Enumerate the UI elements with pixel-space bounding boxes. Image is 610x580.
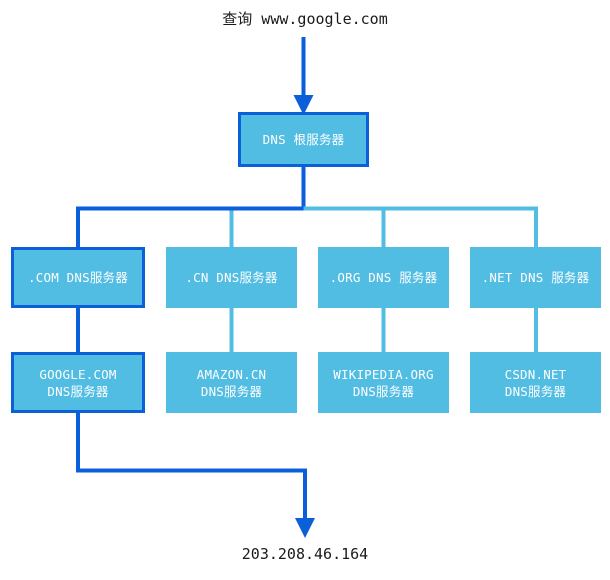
resolved-ip-label: 203.208.46.164: [241, 545, 369, 563]
node-root-label: DNS 根服务器: [262, 132, 345, 147]
node-tld-org[interactable]: .ORG DNS 服务器: [318, 247, 449, 308]
node-tld-cn[interactable]: .CN DNS服务器: [166, 247, 297, 308]
tld-bus-left-highlight: [76, 206, 304, 249]
node-authoritative-csdn-net-line1: CSDN.NET: [504, 366, 567, 382]
node-authoritative-wikipedia-org-line2: DNS服务器: [352, 383, 415, 399]
node-authoritative-csdn-net[interactable]: CSDN.NET DNS服务器: [470, 352, 601, 413]
node-authoritative-google-com-line2: DNS服务器: [47, 383, 109, 399]
node-tld-cn-label: .CN DNS服务器: [185, 270, 278, 285]
node-tld-net-label: .NET DNS 服务器: [481, 270, 590, 285]
node-authoritative-csdn-net-line2: DNS服务器: [504, 383, 567, 399]
node-authoritative-wikipedia-org-line1: WIKIPEDIA.ORG: [333, 366, 434, 382]
tld-bus-right: [303, 206, 538, 247]
node-root-dns-server[interactable]: DNS 根服务器: [238, 112, 369, 167]
query-label: 查询 www.google.com: [222, 10, 388, 28]
node-authoritative-amazon-cn-line2: DNS服务器: [200, 383, 263, 399]
node-authoritative-amazon-cn[interactable]: AMAZON.CN DNS服务器: [166, 352, 297, 413]
node-tld-org-label: .ORG DNS 服务器: [329, 270, 438, 285]
node-tld-com-label: .COM DNS服务器: [28, 270, 128, 285]
node-authoritative-amazon-cn-line1: AMAZON.CN: [196, 366, 267, 382]
node-authoritative-google-com[interactable]: GOOGLE.COM DNS服务器: [11, 352, 145, 413]
answer-path: [76, 413, 315, 538]
node-tld-net[interactable]: .NET DNS 服务器: [470, 247, 601, 308]
node-tld-com[interactable]: .COM DNS服务器: [11, 247, 145, 308]
node-authoritative-google-com-line1: GOOGLE.COM: [39, 366, 117, 382]
node-authoritative-wikipedia-org[interactable]: WIKIPEDIA.ORG DNS服务器: [318, 352, 449, 413]
